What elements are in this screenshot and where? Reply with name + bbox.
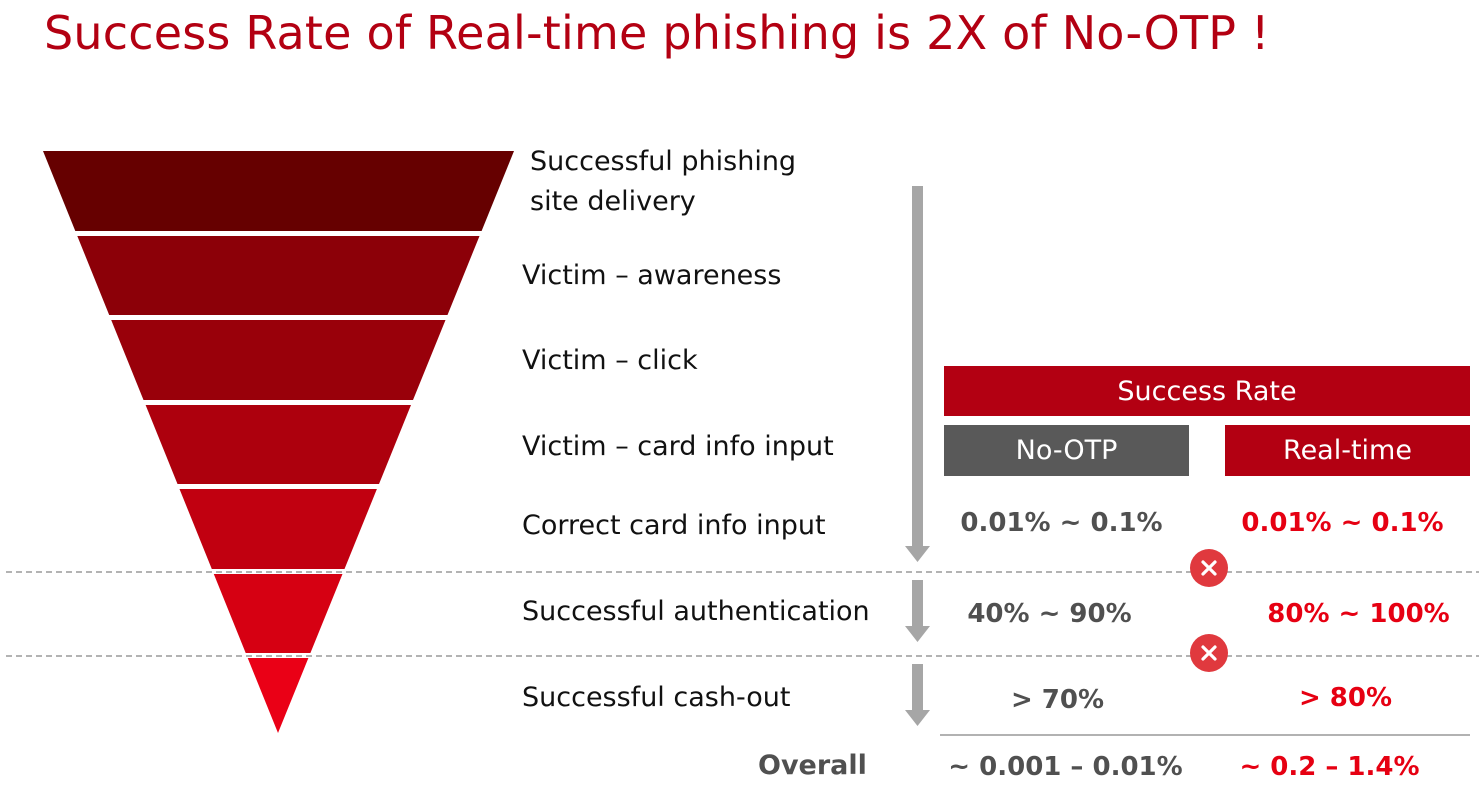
no-otp-overall-value: ~ 0.001 – 0.01% (948, 752, 1183, 782)
funnel-layer-4 (145, 405, 411, 484)
stage-label-card-input: Victim – card info input (522, 431, 834, 462)
overall-label: Overall (758, 750, 867, 781)
funnel-layer-2 (77, 236, 480, 315)
real-time-authentication-value: 80% ~ 100% (1267, 599, 1450, 629)
no-otp-correct-card-value: 0.01% ~ 0.1% (960, 508, 1163, 538)
stage-label-cash-out: Successful cash-out (522, 682, 791, 713)
real-time-correct-card-value: 0.01% ~ 0.1% (1241, 508, 1444, 538)
no-otp-header: No-OTP (944, 425, 1189, 476)
no-otp-authentication-value: 40% ~ 90% (967, 599, 1132, 629)
stage-label-phishing-delivery: Successful phishing site delivery (530, 146, 797, 217)
no-otp-cash-out-value: > 70% (1010, 685, 1105, 715)
funnel-layer-1 (43, 151, 514, 231)
funnel-layer-3 (111, 320, 446, 400)
down-arrow-icon (905, 580, 930, 642)
stage-label-click: Victim – click (522, 345, 698, 376)
funnel-layer-5 (179, 489, 377, 569)
down-arrow-icon (905, 186, 930, 562)
stage-label-correct-card: Correct card info input (522, 510, 826, 541)
funnel-layer-7 (247, 658, 309, 733)
page-title: Success Rate of Real-time phishing is 2X… (44, 6, 1270, 60)
real-time-overall-value: ~ 0.2 – 1.4% (1239, 752, 1420, 782)
multiply-icon (1190, 549, 1228, 587)
down-arrow-icon (905, 664, 930, 726)
funnel-layers (43, 151, 514, 733)
funnel-layer-6 (213, 574, 343, 653)
stage-label-awareness: Victim – awareness (522, 260, 782, 291)
real-time-cash-out-value: > 80% (1298, 683, 1393, 713)
real-time-header: Real-time (1225, 425, 1470, 476)
stage-label-authentication: Successful authentication (522, 596, 870, 627)
multiply-icon (1190, 634, 1228, 672)
success-rate-header: Success Rate (944, 366, 1470, 416)
